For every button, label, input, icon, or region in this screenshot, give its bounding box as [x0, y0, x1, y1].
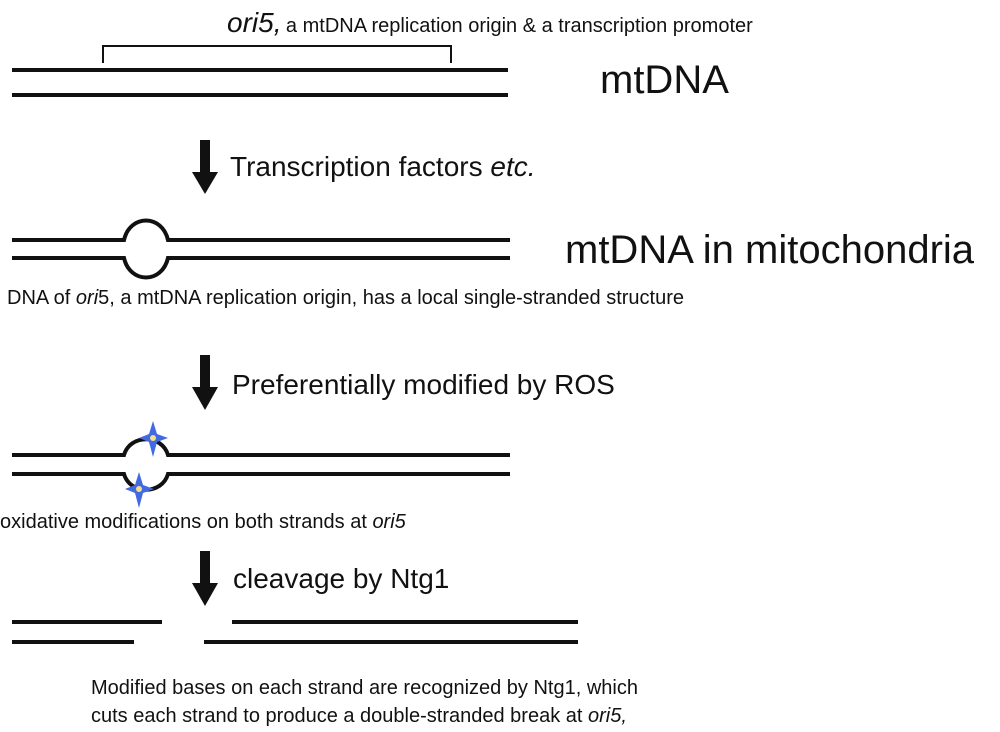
footer-caption: Modified bases on each strand are recogn… [91, 674, 791, 730]
footer-line-2-text: cuts each strand to produce a double-str… [91, 705, 588, 727]
note-italic: ori [75, 287, 99, 309]
note-before: oxidative modifications on both strands … [0, 511, 373, 533]
note-italic: ori5 [372, 511, 406, 533]
step-text: Transcription factors [230, 151, 491, 182]
mtdna-cleaved-left [12, 620, 162, 644]
mtdna-duplex [12, 68, 508, 97]
ros-star-icon [139, 421, 168, 457]
ori5-bracket [102, 45, 452, 63]
single-strand-note: DNA of ori5, a mtDNA replication origin,… [7, 287, 684, 309]
note-after: 5, a mtDNA replication origin, has a loc… [98, 287, 684, 309]
step-cleavage-label: cleavage by Ntg1 [233, 563, 450, 594]
ros-star-icon [125, 472, 154, 508]
down-arrow-icon [192, 140, 218, 194]
mtdna-ros-duplex [12, 437, 510, 492]
down-arrow-icon [192, 355, 218, 410]
step-transcription-label: Transcription factors etc. [230, 151, 536, 183]
mtdna-cleaved-right [204, 620, 578, 644]
oxidative-note: oxidative modifications on both strands … [0, 511, 406, 533]
note-before: DNA of [7, 287, 76, 309]
mtdna-bubble-duplex [12, 218, 510, 280]
ori5-header-label: ori5, a mtDNA replication origin & a tra… [227, 7, 753, 39]
footer-line-1: Modified bases on each strand are recogn… [91, 677, 638, 699]
footer-line-2-italic: ori5, [587, 705, 627, 727]
step-italic: etc. [490, 151, 536, 182]
ori5-description: a mtDNA replication origin & a transcrip… [285, 15, 753, 37]
step-ros-label: Preferentially modified by ROS [232, 369, 615, 400]
mtdna-label: mtDNA [600, 58, 729, 102]
mtdna-mitochondria-label: mtDNA in mitochondria [565, 228, 975, 272]
footer-line-2: cuts each strand to produce a double-str… [91, 702, 791, 730]
ori5-name: ori5, [227, 7, 282, 38]
down-arrow-icon [192, 551, 218, 606]
